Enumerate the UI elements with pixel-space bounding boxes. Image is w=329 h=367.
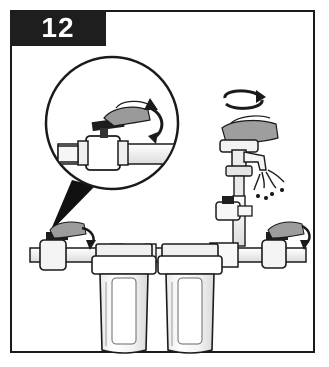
zoom-detail bbox=[46, 57, 186, 189]
step-number-badge: 12 bbox=[10, 10, 106, 46]
hand-icon bbox=[222, 116, 278, 143]
filter-housing-icon bbox=[92, 244, 156, 353]
rotate-arrow-icon bbox=[225, 90, 266, 108]
faucet-supply-line bbox=[216, 196, 252, 246]
filter-housing-icon bbox=[158, 244, 222, 353]
valve-icon bbox=[40, 222, 86, 270]
faucet-icon bbox=[220, 140, 266, 198]
water-spray-icon bbox=[254, 170, 284, 199]
